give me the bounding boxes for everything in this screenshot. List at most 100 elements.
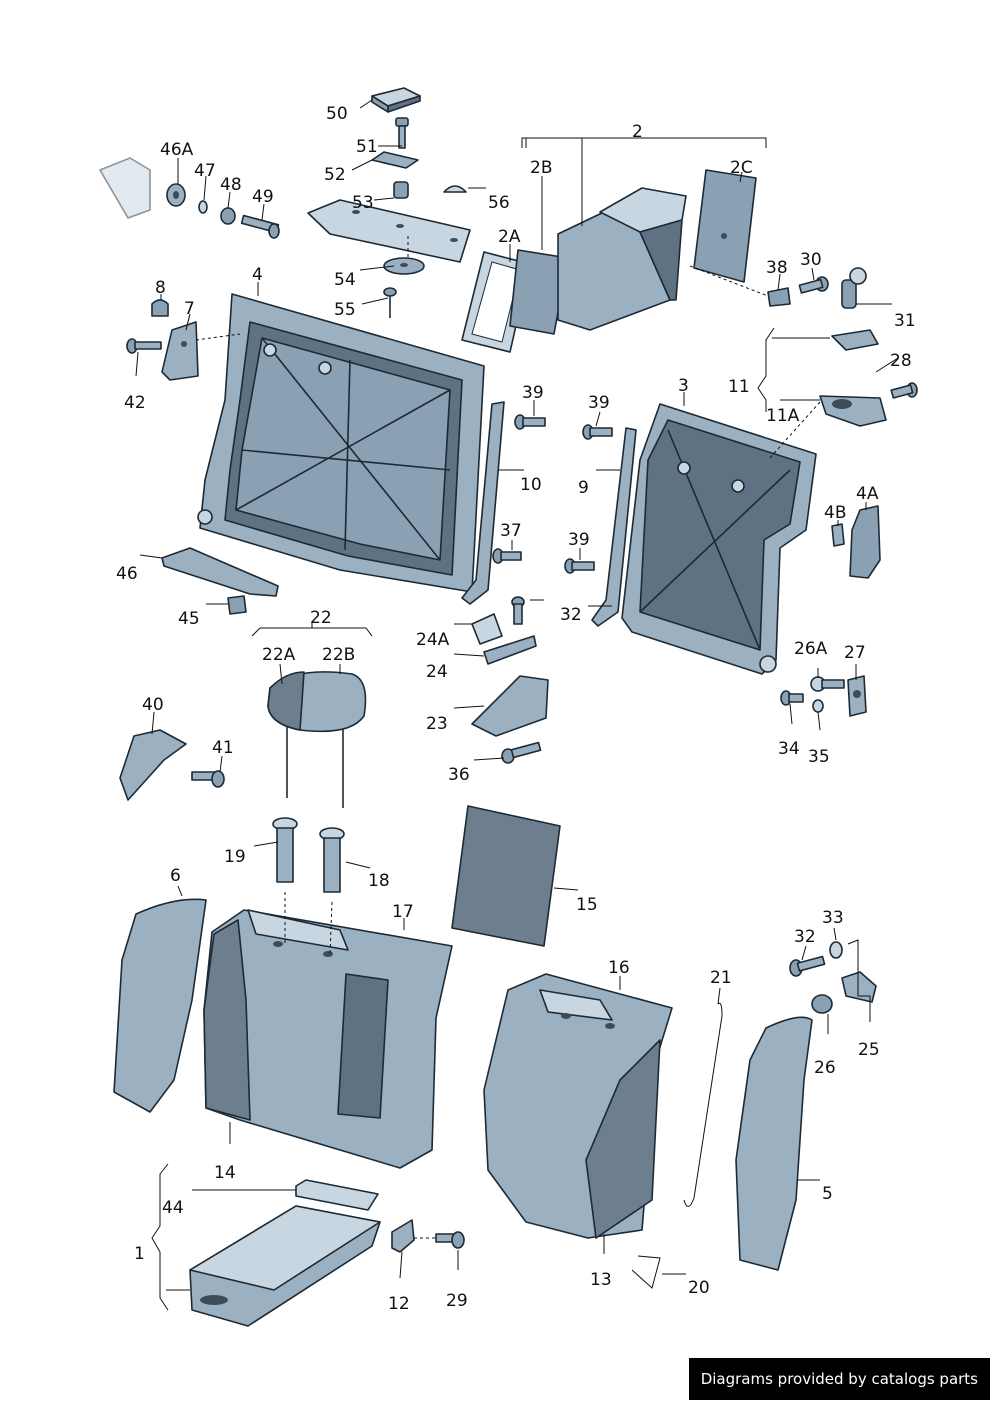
callout-16: 16	[608, 958, 630, 978]
part-26A-pin	[810, 676, 845, 692]
part-55-pin	[383, 287, 397, 318]
callout-56: 56	[488, 193, 510, 213]
callout-23: 23	[426, 714, 448, 734]
callout-7: 7	[184, 299, 195, 319]
callout-47: 47	[194, 161, 216, 181]
leader-lines	[135, 99, 899, 1311]
part-46A-bracket	[99, 157, 186, 219]
callout-54: 54	[334, 270, 356, 290]
callout-49: 49	[252, 187, 274, 207]
part-46-rail	[161, 547, 279, 597]
part-11-latch	[831, 329, 879, 351]
callout-11A: 11A	[766, 406, 800, 426]
callout-39-b: 39	[588, 393, 610, 413]
callout-3: 3	[678, 376, 689, 396]
callout-33: 33	[822, 908, 844, 928]
part-34-screw	[780, 690, 804, 706]
part-23-bracket	[471, 675, 549, 737]
callout-20: 20	[688, 1278, 710, 1298]
callout-36: 36	[448, 765, 470, 785]
part-5-bolster	[735, 1016, 813, 1271]
callout-14: 14	[214, 1163, 236, 1183]
callout-1: 1	[134, 1244, 145, 1264]
callout-27: 27	[844, 643, 866, 663]
callout-34: 34	[778, 739, 800, 759]
callout-26: 26	[814, 1058, 836, 1078]
part-21-rod	[683, 1002, 723, 1207]
part-30-screw	[798, 276, 829, 294]
callout-17: 17	[392, 902, 414, 922]
callout-5: 5	[822, 1184, 833, 1204]
part-24A-clip	[471, 613, 503, 645]
part-4B-clip	[831, 523, 845, 547]
part-39-screw-b	[582, 424, 613, 440]
callout-8: 8	[155, 278, 166, 298]
callout-15: 15	[576, 895, 598, 915]
callout-2A: 2A	[498, 227, 521, 247]
part-2C-cover	[693, 169, 757, 283]
part-27-plate	[847, 675, 867, 717]
callout-25: 25	[858, 1040, 880, 1060]
callout-41: 41	[212, 738, 234, 758]
callout-35: 35	[808, 747, 830, 767]
callout-48: 48	[220, 175, 242, 195]
part-25-bracket	[841, 971, 877, 1003]
part-7-bracket	[161, 321, 199, 381]
part-41-screw	[191, 770, 225, 788]
callout-4: 4	[252, 265, 263, 285]
callout-53: 53	[352, 193, 374, 213]
part-39-screw-a	[514, 414, 546, 430]
callout-51: 51	[356, 137, 378, 157]
part-37-screw	[492, 548, 522, 564]
callout-39-c: 39	[568, 530, 590, 550]
callout-11: 11	[728, 377, 750, 397]
callout-30: 30	[800, 250, 822, 270]
part-10-strip	[461, 401, 505, 605]
part-49-bolt	[240, 214, 280, 239]
part-50-cap	[371, 87, 421, 113]
part-9-strip	[591, 427, 637, 627]
credit-banner: Diagrams provided by catalogs parts	[688, 1358, 990, 1400]
callout-22A: 22A	[262, 645, 296, 665]
part-16-back-cushion	[483, 973, 673, 1239]
callout-29: 29	[446, 1291, 468, 1311]
part-1-box	[189, 1205, 381, 1327]
callout-22B: 22B	[322, 645, 355, 665]
callout-28: 28	[890, 351, 912, 371]
part-42-screw	[126, 338, 162, 354]
part-28-screw	[890, 382, 918, 399]
callout-26A: 26A	[794, 639, 828, 659]
part-4-seat-back-frame	[197, 293, 485, 593]
part-44-bar	[295, 1179, 379, 1211]
part-11A-base	[819, 395, 887, 427]
part-24-bracket	[483, 635, 537, 665]
callout-4A: 4A	[856, 484, 879, 504]
part-12-bracket	[391, 1219, 415, 1253]
part-45-clip	[227, 595, 247, 615]
callout-2: 2	[632, 122, 643, 142]
callout-45: 45	[178, 609, 200, 629]
part-51-bolt	[395, 117, 409, 149]
callout-22: 22	[310, 608, 332, 628]
callout-50: 50	[326, 104, 348, 124]
callout-32-lower: 32	[794, 927, 816, 947]
part-38-bracket	[767, 287, 791, 307]
part-8-cap	[151, 299, 169, 317]
callout-labels: 50 51 52 53 56 54 55 46A 47 48 49 4 8 7 …	[116, 104, 916, 1314]
callout-24: 24	[426, 662, 448, 682]
part-2B-box	[509, 249, 569, 335]
callout-12: 12	[388, 1294, 410, 1314]
callout-19: 19	[224, 847, 246, 867]
part-33-washer	[829, 941, 843, 959]
callout-44: 44	[162, 1198, 184, 1218]
part-35-washer	[812, 699, 824, 713]
part-mounting-plate	[307, 199, 471, 263]
part-54-washer	[383, 257, 425, 275]
part-29-screw	[435, 1231, 465, 1249]
callout-9: 9	[578, 478, 589, 498]
callout-38: 38	[766, 258, 788, 278]
callout-42: 42	[124, 393, 146, 413]
callout-10: 10	[520, 475, 542, 495]
callout-2C: 2C	[730, 158, 753, 178]
